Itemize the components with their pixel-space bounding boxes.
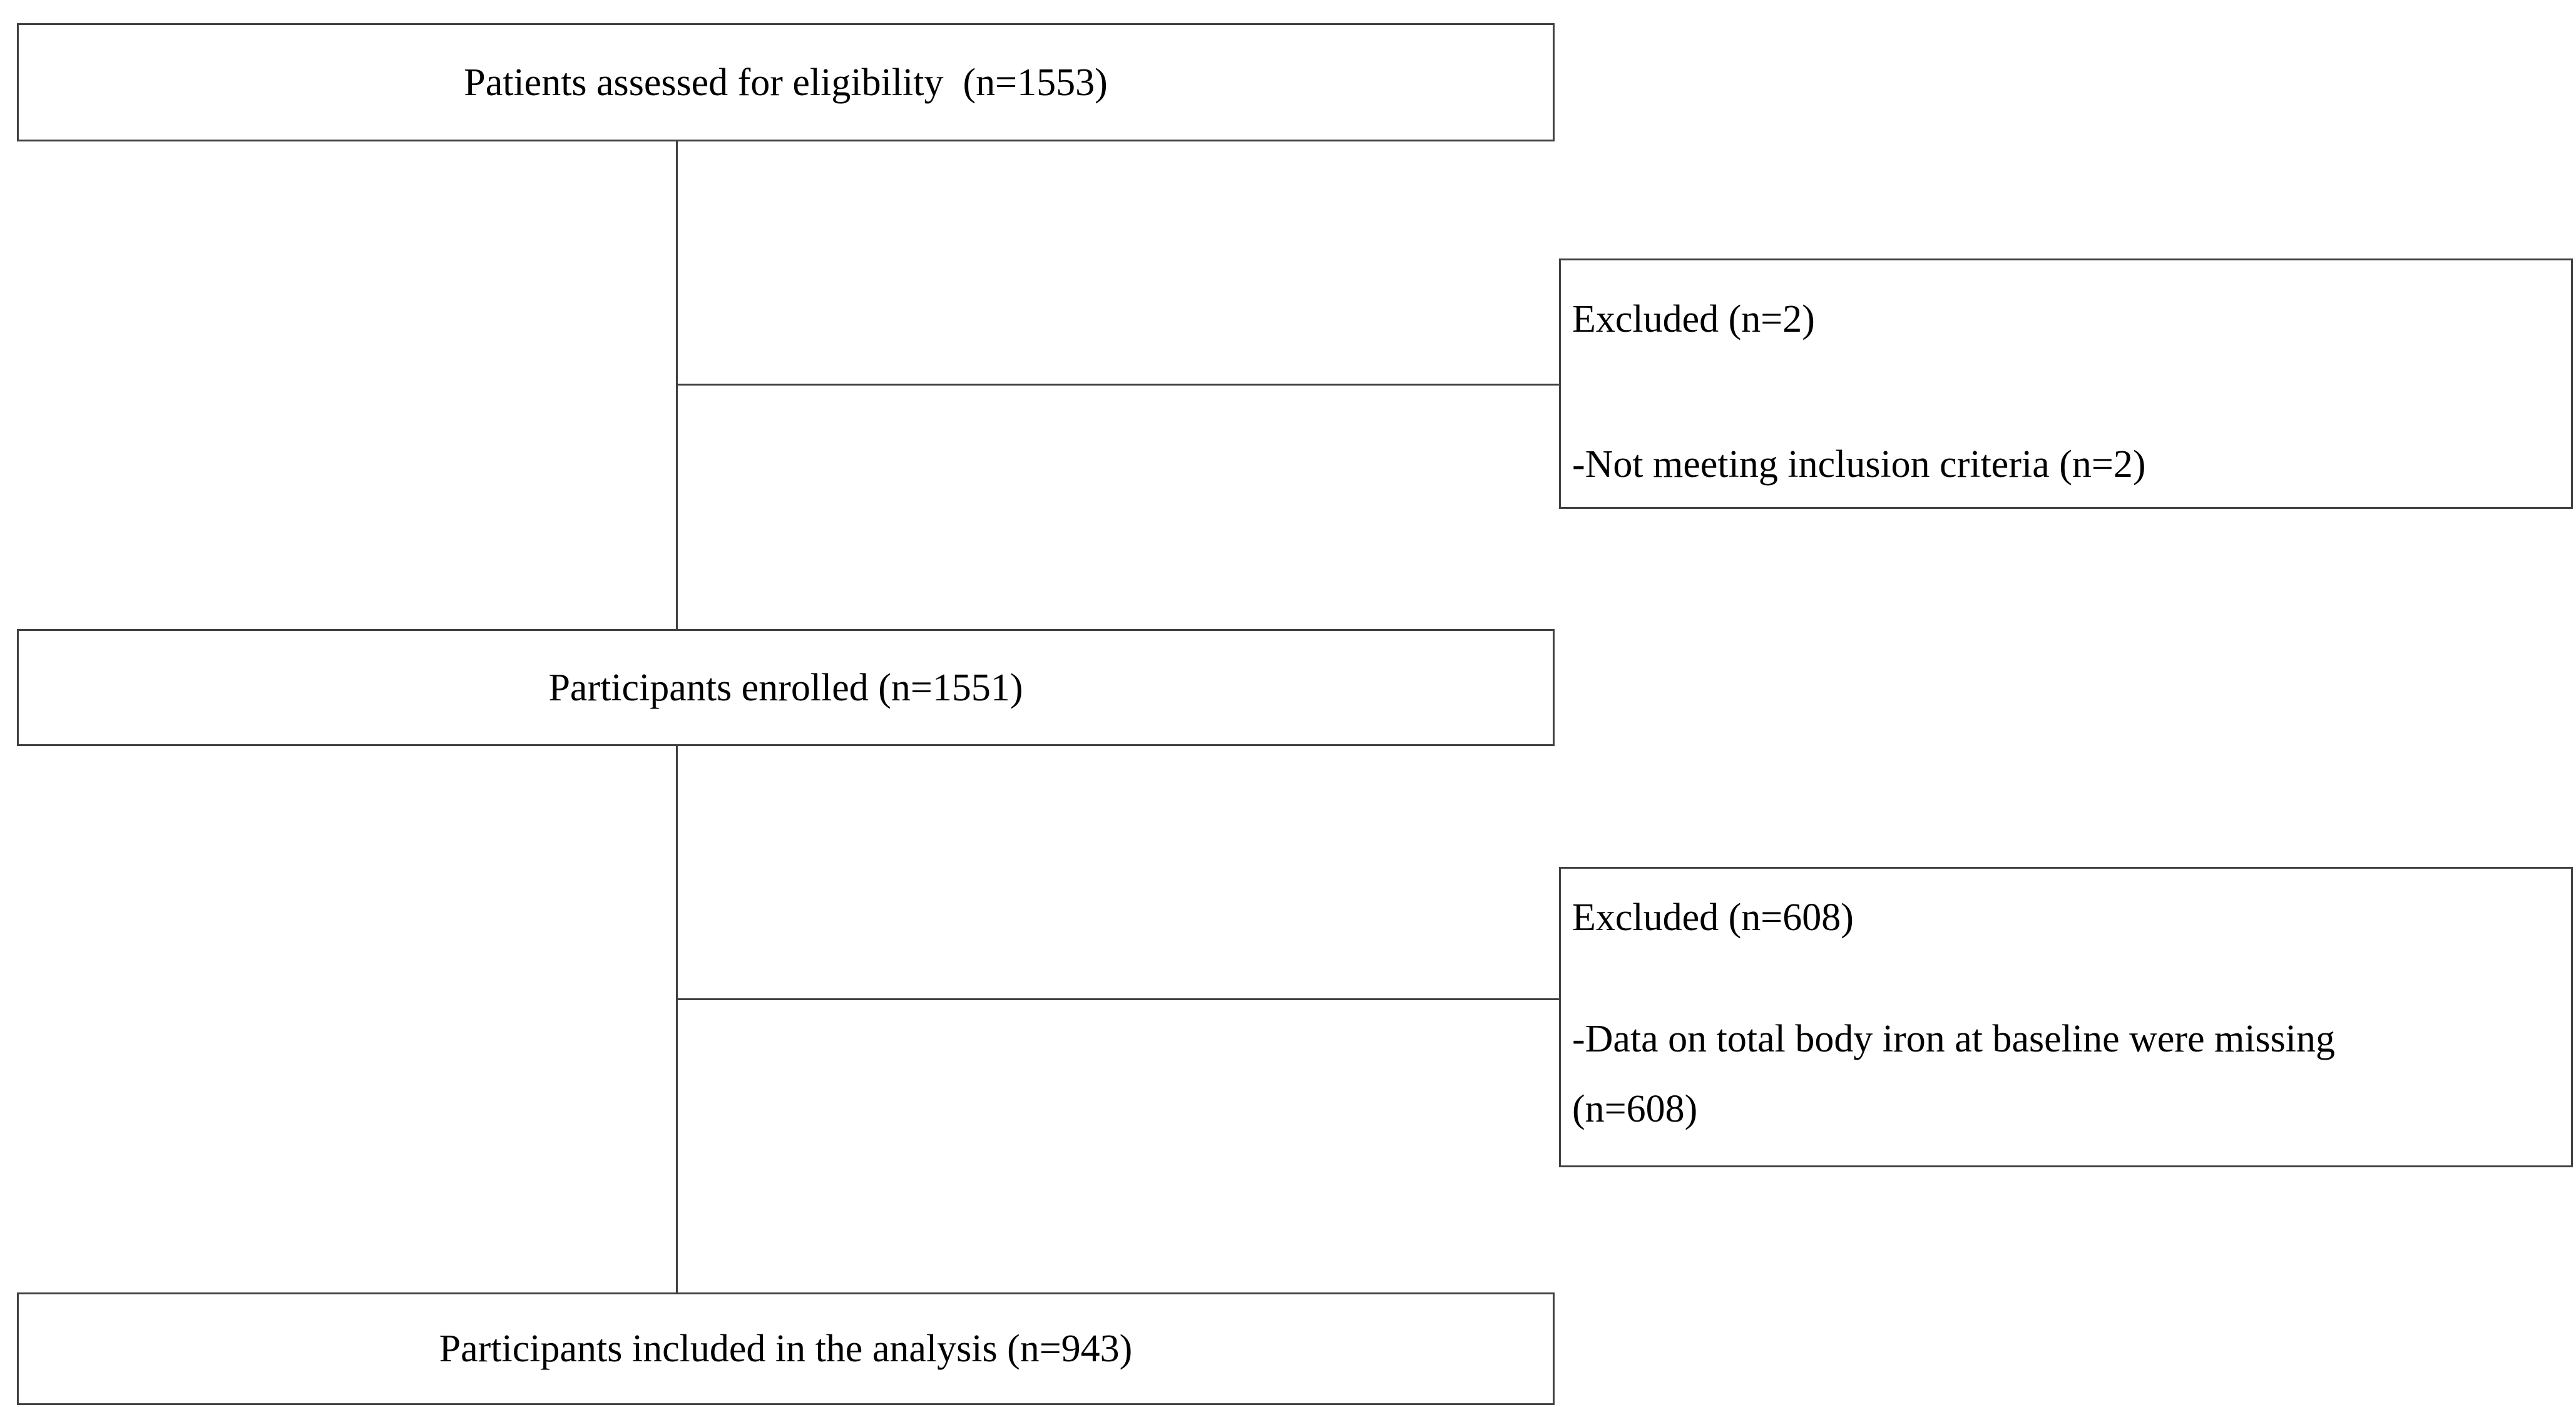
box-participants-enrolled: Participants enrolled (n=1551) <box>17 629 1555 746</box>
excluded-2-reason: -Data on total body iron at baseline wer… <box>1572 1018 2336 1130</box>
box-participants-included-analysis: Participants included in the analysis (n… <box>17 1292 1555 1405</box>
connector-horizontal-to-excluded-2 <box>676 998 1559 1000</box>
box-participants-enrolled-label: Participants enrolled (n=1551) <box>548 666 1023 709</box>
connector-vertical-enrolled-to-analysis <box>676 746 678 1292</box>
excluded-2-title: Excluded (n=608) <box>1572 896 1854 939</box>
box-excluded-missing-baseline-data: Excluded (n=608) -Data on total body iro… <box>1559 867 2573 1167</box>
excluded-1-title: Excluded (n=2) <box>1572 298 1815 340</box>
box-patients-assessed: Patients assessed for eligibility (n=155… <box>17 23 1555 141</box>
connector-horizontal-to-excluded-1 <box>676 384 1559 386</box>
box-patients-assessed-label: Patients assessed for eligibility (n=155… <box>464 61 1108 104</box>
box-participants-included-analysis-label: Participants included in the analysis (n… <box>439 1328 1133 1370</box>
excluded-1-reason: -Not meeting inclusion criteria (n=2) <box>1572 443 2146 486</box>
box-excluded-not-meeting-criteria: Excluded (n=2) -Not meeting inclusion cr… <box>1559 258 2573 509</box>
